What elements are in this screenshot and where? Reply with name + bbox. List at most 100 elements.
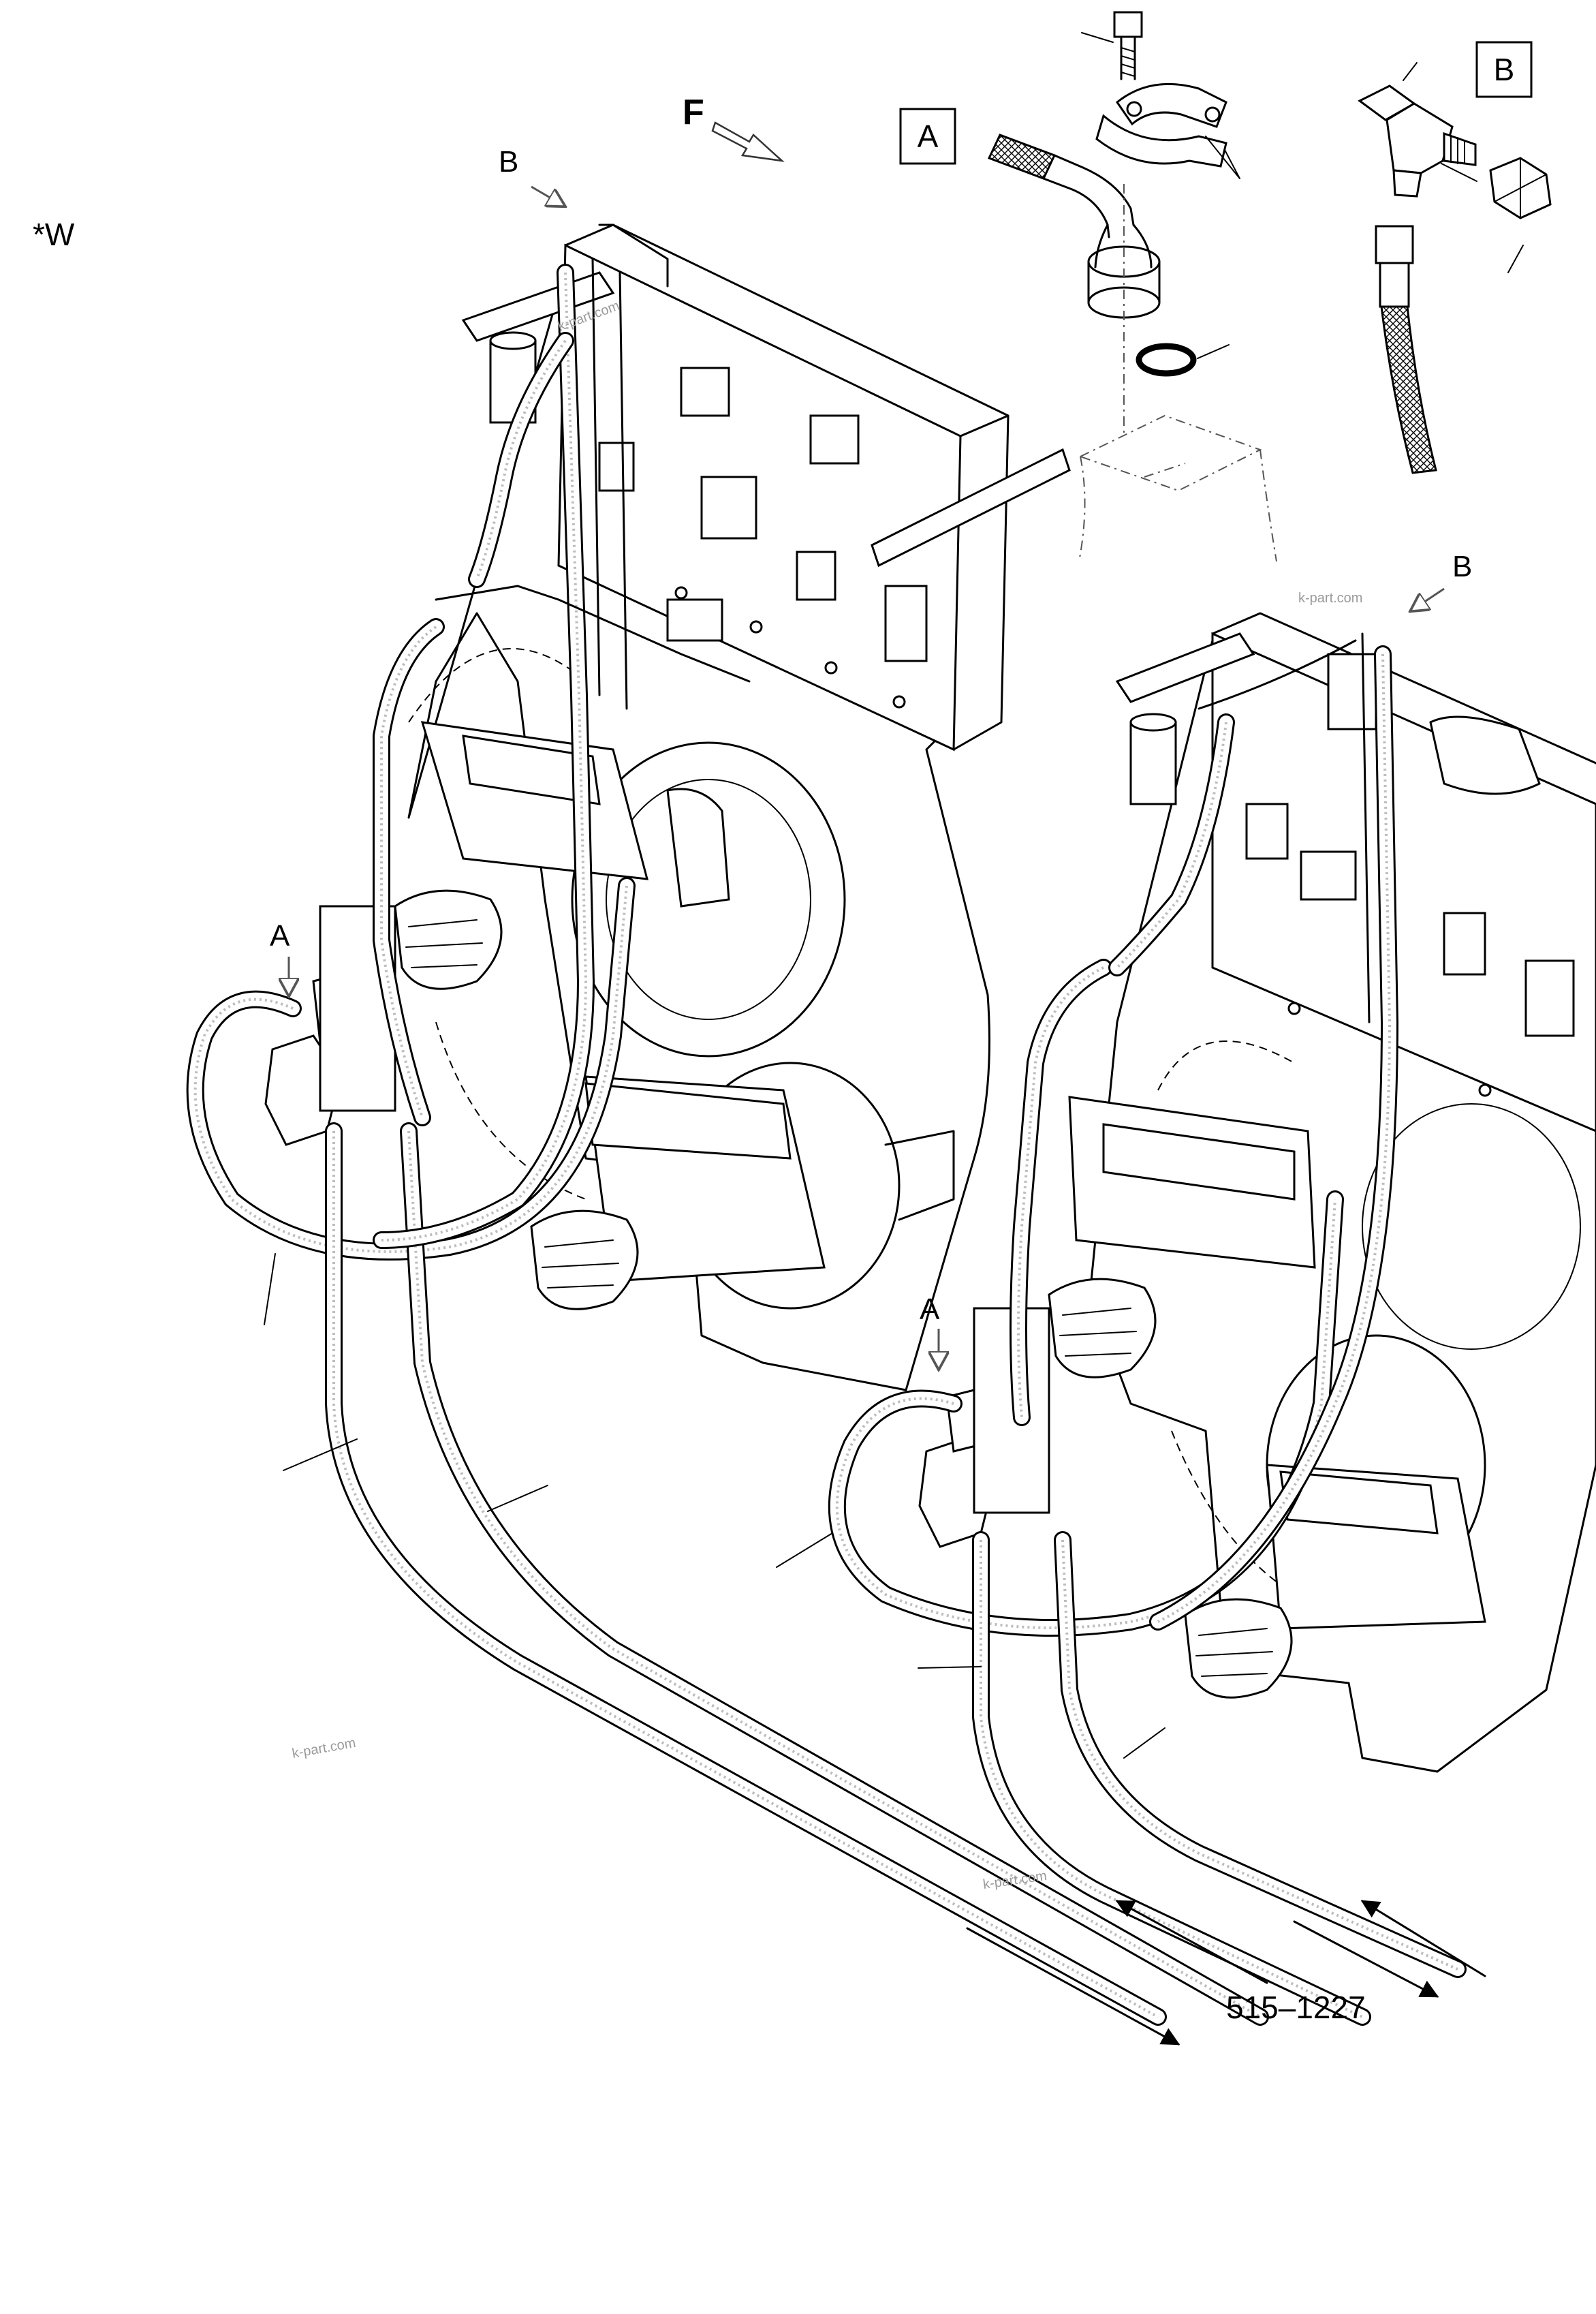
split-flange-half-upper	[1115, 82, 1227, 128]
plate-bolt	[892, 695, 906, 709]
valve-block	[666, 598, 723, 642]
hose-return-left	[373, 264, 595, 1249]
control-plate-left	[461, 223, 1071, 752]
valve-plate	[1211, 632, 1596, 1132]
hollow-arrow-icon	[1411, 587, 1445, 611]
hose-body	[470, 334, 572, 586]
split-flange-half-lower	[1095, 114, 1227, 168]
bolt-thread	[1121, 47, 1136, 77]
pump-valve-block	[1102, 1123, 1296, 1201]
accumulator-cap	[489, 331, 537, 350]
elbow-thread	[1450, 136, 1465, 164]
leader-line	[1441, 163, 1477, 182]
callout-label: B	[1452, 550, 1472, 583]
accumulator	[1327, 653, 1377, 730]
hydraulic-pump	[530, 1075, 826, 1310]
hose-braid	[1157, 653, 1392, 1623]
knob-grip	[405, 919, 483, 968]
clamp-bolt-hole	[1204, 106, 1221, 123]
leader-line	[1123, 1727, 1165, 1759]
hose-tall-left	[373, 618, 445, 1126]
hydraulic-pump	[1048, 1096, 1316, 1378]
detail-b-label: B	[1494, 52, 1515, 87]
hose-body	[830, 1192, 1342, 1635]
hose-body	[375, 266, 593, 1247]
hose-supply-left-2	[400, 1122, 1269, 2026]
detail-a-box	[899, 108, 956, 165]
housing-rib	[884, 1130, 955, 1221]
hose-return-right	[1149, 645, 1398, 1631]
flow-arrows	[966, 1900, 1486, 2046]
plate-bolt	[674, 586, 688, 600]
braided-hose	[1380, 305, 1437, 474]
leader-line	[1197, 344, 1230, 359]
variant-mark: *W	[33, 217, 75, 252]
leader-line	[1205, 136, 1240, 179]
leader-line	[1403, 62, 1418, 81]
straight-adapter-edges	[1494, 157, 1547, 219]
hose-braid	[1061, 1539, 1458, 1971]
bearing-bore	[1362, 1103, 1581, 1350]
part-number: 515–1227	[1226, 1990, 1366, 2025]
hose-braid	[980, 1540, 1363, 2018]
elbow-body	[1386, 102, 1454, 174]
solenoid-valve	[1300, 850, 1357, 901]
leader-line	[283, 1438, 358, 1471]
hose-braid	[193, 885, 628, 1253]
pilot-tube	[435, 585, 751, 683]
bearing-bore	[571, 741, 846, 1058]
mounting-bracket	[1115, 632, 1255, 703]
pressure-switch	[598, 442, 635, 492]
hose-body	[375, 620, 443, 1124]
knob-grip	[542, 1239, 619, 1289]
actuator-cylinder	[1429, 715, 1541, 795]
knob-grip	[1059, 1308, 1137, 1357]
phantom-pump-port	[1078, 414, 1277, 562]
mounting-bracket	[461, 271, 615, 342]
valve-plate	[557, 243, 962, 752]
solenoid-valve	[700, 476, 757, 540]
pressure-switch	[884, 585, 928, 662]
watermark: k-part.com	[291, 1736, 357, 1761]
watermark: k-part.com	[1298, 591, 1362, 606]
plate-edge	[564, 223, 1010, 751]
callout-a-left: A	[270, 919, 290, 995]
hose-tall-right	[1010, 959, 1112, 1426]
bearing-bore-inner	[606, 779, 811, 1020]
leader-line	[918, 1666, 982, 1669]
pressure-switch	[1443, 912, 1486, 976]
o-ring	[1136, 343, 1197, 377]
hydraulic-pump	[394, 721, 730, 990]
flange-fitting-a-left	[264, 905, 396, 1146]
elbow-thread-stub	[1443, 132, 1477, 166]
mounting-bracket	[871, 448, 1071, 568]
callout-b-right: B	[1411, 550, 1472, 611]
pressure-switch	[796, 551, 836, 601]
detail-a-label: A	[918, 119, 939, 154]
solenoid-valve	[809, 414, 860, 465]
hose-ferrule	[1379, 262, 1410, 308]
callout-label: A	[270, 919, 290, 953]
hose-supply-right-1	[972, 1531, 1371, 2026]
callout-a-right: A	[920, 1293, 940, 1368]
pump-control-knob	[1184, 1598, 1293, 1699]
pilot-tube	[1198, 632, 1371, 1023]
hose-braid	[1116, 722, 1227, 969]
hollow-arrow-icon	[711, 121, 785, 162]
view-arrow-label: F	[683, 93, 704, 132]
pump-control-knob	[394, 889, 503, 990]
hose-outline	[828, 1190, 1344, 1637]
bolt-head	[1113, 11, 1143, 38]
plate-bolt	[824, 661, 838, 675]
pump-housing-cap	[666, 788, 730, 908]
part-leaders	[264, 1253, 1165, 1759]
flow-arrow-in	[1115, 1900, 1268, 1984]
hose-braid	[835, 1199, 1336, 1629]
hose-body	[402, 1124, 1267, 2024]
pump-body	[420, 721, 649, 880]
elbow-neck	[1094, 223, 1153, 268]
hose-nut	[1375, 225, 1414, 264]
flow-arrow-out	[966, 1927, 1180, 2046]
hose-supply-left-1	[325, 1122, 1167, 2026]
pump-control-knob	[530, 1209, 639, 1310]
